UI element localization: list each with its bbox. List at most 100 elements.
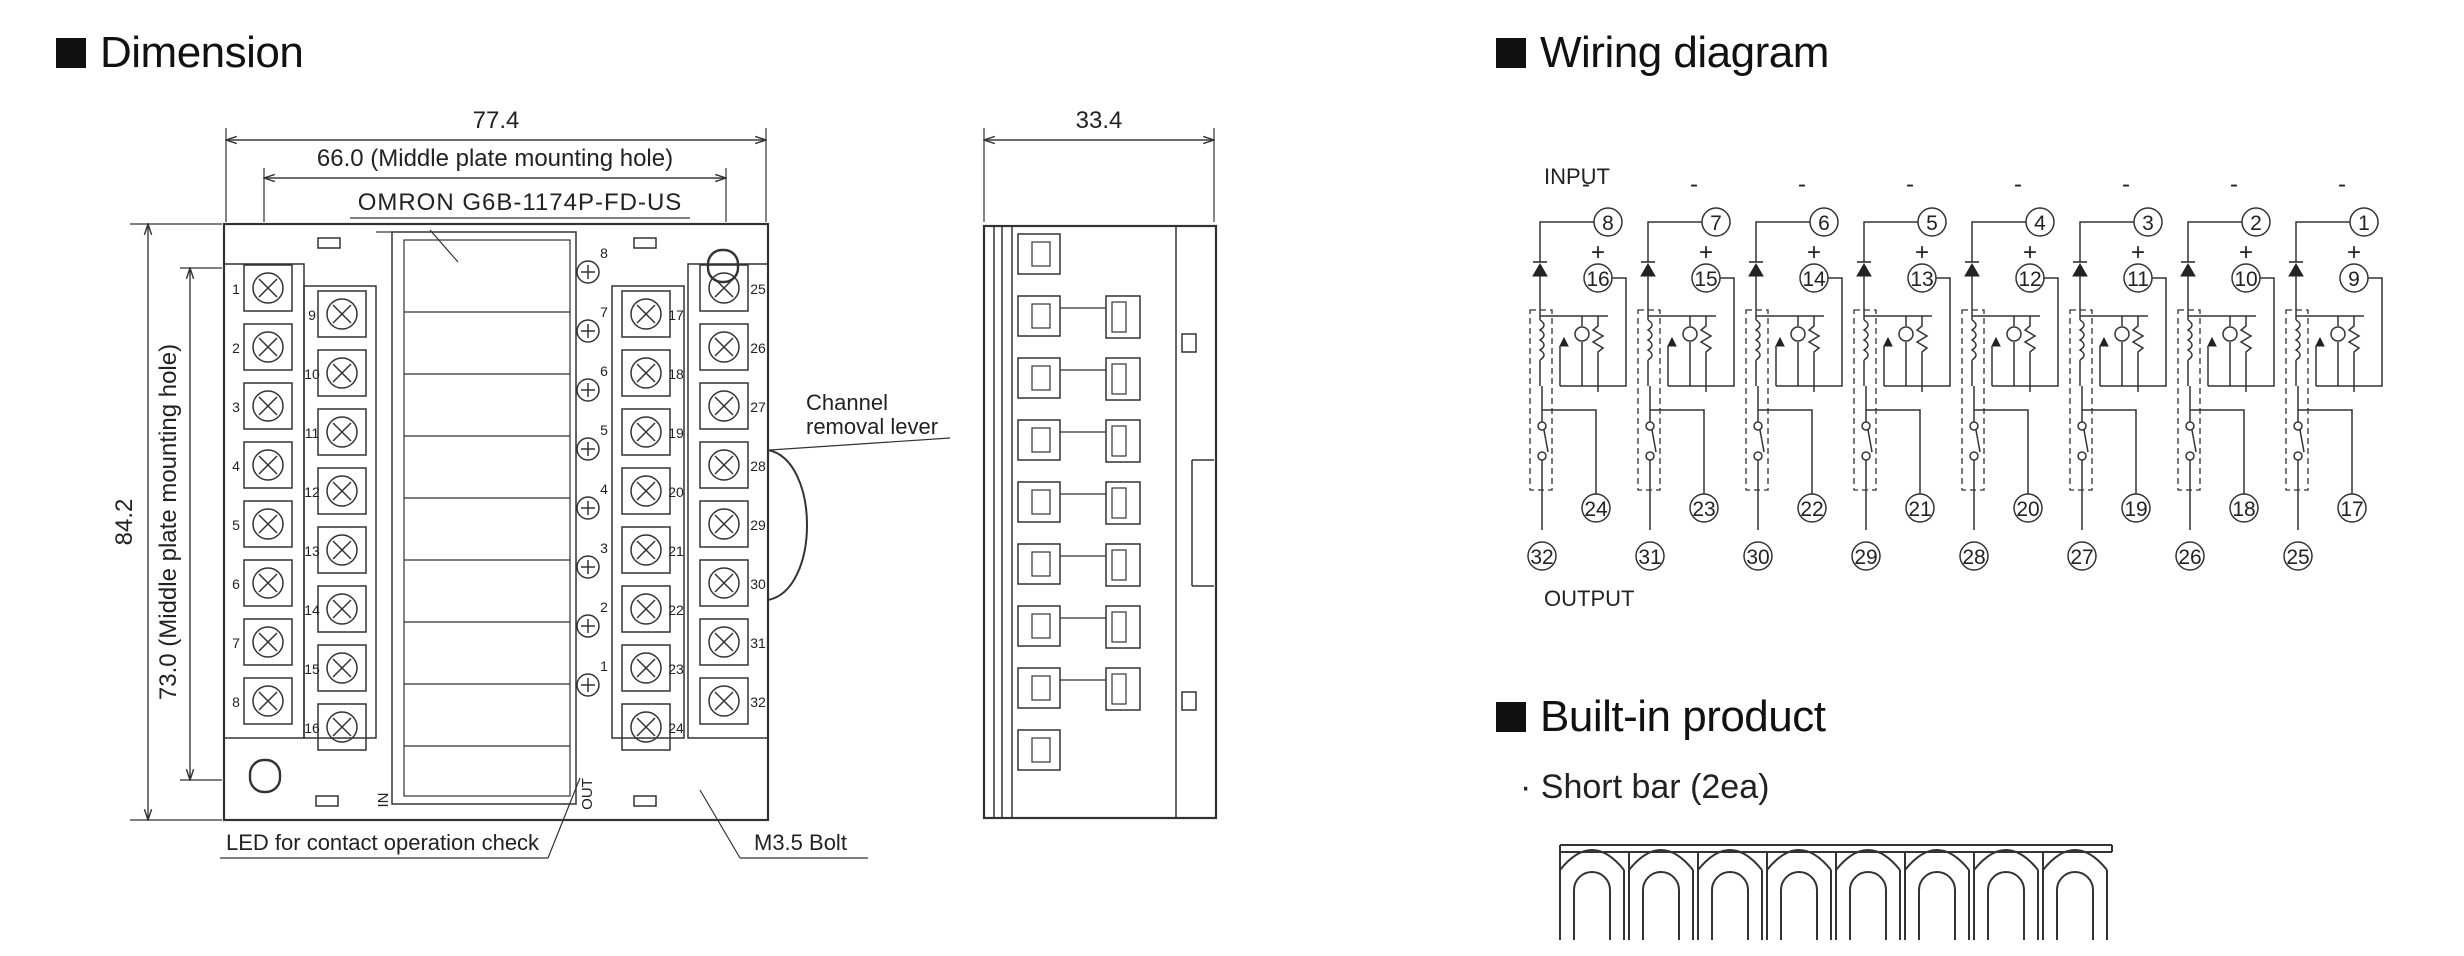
output-label: OUTPUT bbox=[1544, 586, 1634, 611]
plus-sign: + bbox=[1807, 239, 1821, 266]
terminal-number: 12 bbox=[304, 484, 320, 500]
terminal-number: 7 bbox=[1710, 212, 1722, 235]
dim-side-width: 33.4 bbox=[1076, 107, 1123, 134]
terminal-number: 17 bbox=[668, 307, 684, 323]
terminal-number: 31 bbox=[750, 635, 766, 651]
terminal-number: 21 bbox=[1908, 498, 1931, 521]
channel-number: 1 bbox=[600, 658, 608, 674]
channel-number: 6 bbox=[600, 363, 608, 379]
terminal-number: 19 bbox=[668, 425, 684, 441]
terminal-number: 4 bbox=[2034, 212, 2046, 235]
terminal-number: 16 bbox=[1586, 268, 1609, 291]
dim-height-mount: 73.0 (Middle plate mounting hole) bbox=[155, 344, 182, 700]
channel-number: 8 bbox=[600, 245, 608, 261]
terminal-number: 24 bbox=[1584, 498, 1608, 521]
in-label: IN bbox=[375, 793, 392, 808]
terminal-number: 7 bbox=[232, 635, 240, 651]
lever-label-line1: Channel bbox=[806, 390, 888, 415]
short-bar-prong bbox=[2042, 849, 2108, 940]
terminal-number: 10 bbox=[2234, 268, 2257, 291]
dim-width-overall: 77.4 bbox=[473, 107, 520, 134]
terminal-number: 26 bbox=[750, 340, 766, 356]
terminal-number: 28 bbox=[1962, 546, 1985, 569]
wiring-channels: -8+162432-7+152331-6+142230-5+132129-4+1… bbox=[1527, 171, 2383, 571]
plus-sign: + bbox=[2131, 239, 2145, 266]
short-bar-prong bbox=[1973, 849, 2039, 940]
terminal-number: 29 bbox=[1854, 546, 1877, 569]
short-bar-prong bbox=[1628, 849, 1694, 940]
channel-number: 5 bbox=[600, 422, 608, 438]
terminal-number: 18 bbox=[2232, 498, 2255, 521]
terminal-number: 23 bbox=[668, 661, 684, 677]
led-label: LED for contact operation check bbox=[226, 830, 540, 855]
minus-sign: - bbox=[1798, 171, 1806, 198]
side-terminal-cells bbox=[1017, 233, 1141, 771]
channel-number: 2 bbox=[600, 599, 608, 615]
minus-sign: - bbox=[2014, 171, 2022, 198]
out-label: OUT bbox=[579, 778, 596, 810]
terminal-number: 12 bbox=[2018, 268, 2041, 291]
terminal-number: 15 bbox=[1694, 268, 1717, 291]
terminal-number: 32 bbox=[1530, 546, 1553, 569]
terminal-number: 24 bbox=[668, 720, 684, 736]
terminal-number: 22 bbox=[1800, 498, 1823, 521]
short-bar-prong bbox=[1559, 849, 1625, 940]
dim-width-mount: 66.0 (Middle plate mounting hole) bbox=[317, 145, 673, 172]
short-bar-prongs bbox=[1559, 849, 2108, 940]
minus-sign: - bbox=[2122, 171, 2130, 198]
minus-sign: - bbox=[1582, 171, 1590, 198]
terminal-number: 13 bbox=[304, 543, 320, 559]
terminal-number: 8 bbox=[232, 694, 240, 710]
terminal-number: 21 bbox=[668, 543, 684, 559]
terminal-number: 28 bbox=[750, 458, 766, 474]
terminal-number: 5 bbox=[1926, 212, 1938, 235]
terminal-number: 1 bbox=[232, 281, 240, 297]
terminal-number: 13 bbox=[1910, 268, 1933, 291]
short-bar-drawing bbox=[1559, 844, 2113, 853]
terminal-number: 27 bbox=[2070, 546, 2093, 569]
terminal-number: 11 bbox=[2127, 268, 2149, 291]
square-bullet-icon bbox=[1496, 38, 1526, 68]
terminal-number: 3 bbox=[232, 399, 240, 415]
section-title-text: Dimension bbox=[100, 28, 304, 77]
terminal-number: 27 bbox=[750, 399, 766, 415]
terminal-number: 4 bbox=[232, 458, 240, 474]
plus-sign: + bbox=[2023, 239, 2037, 266]
section-title-text: Built-in product bbox=[1540, 692, 1826, 741]
minus-sign: - bbox=[2230, 171, 2238, 198]
channel-number: 4 bbox=[600, 481, 608, 497]
terminal-number: 23 bbox=[1692, 498, 1715, 521]
terminal-number: 25 bbox=[750, 281, 766, 297]
terminal-number: 8 bbox=[1602, 212, 1614, 235]
terminal-number: 19 bbox=[2124, 498, 2147, 521]
plus-sign: + bbox=[2239, 239, 2253, 266]
square-bullet-icon bbox=[56, 38, 86, 68]
terminal-number: 26 bbox=[2178, 546, 2201, 569]
short-bar-prong bbox=[1766, 849, 1832, 940]
lever-label-line2: removal lever bbox=[806, 414, 938, 439]
bolt-label: M3.5 Bolt bbox=[754, 830, 847, 855]
terminal-number: 30 bbox=[750, 576, 766, 592]
terminal-number: 3 bbox=[2142, 212, 2154, 235]
input-label: INPUT bbox=[1544, 164, 1610, 189]
section-title-wiring: Wiring diagram bbox=[1496, 28, 1829, 78]
plus-sign: + bbox=[1591, 239, 1605, 266]
terminal-number: 9 bbox=[2348, 268, 2360, 291]
terminal-number: 11 bbox=[305, 425, 320, 441]
terminal-number: 10 bbox=[304, 366, 320, 382]
terminal-number: 14 bbox=[304, 602, 320, 618]
short-bar-prong bbox=[1697, 849, 1763, 940]
channel-number: 3 bbox=[600, 540, 608, 556]
plus-sign: + bbox=[1699, 239, 1713, 266]
terminal-number: 25 bbox=[2286, 546, 2309, 569]
plus-sign: + bbox=[2347, 239, 2361, 266]
terminal-number: 14 bbox=[1802, 268, 1826, 291]
terminal-number: 5 bbox=[232, 517, 240, 533]
